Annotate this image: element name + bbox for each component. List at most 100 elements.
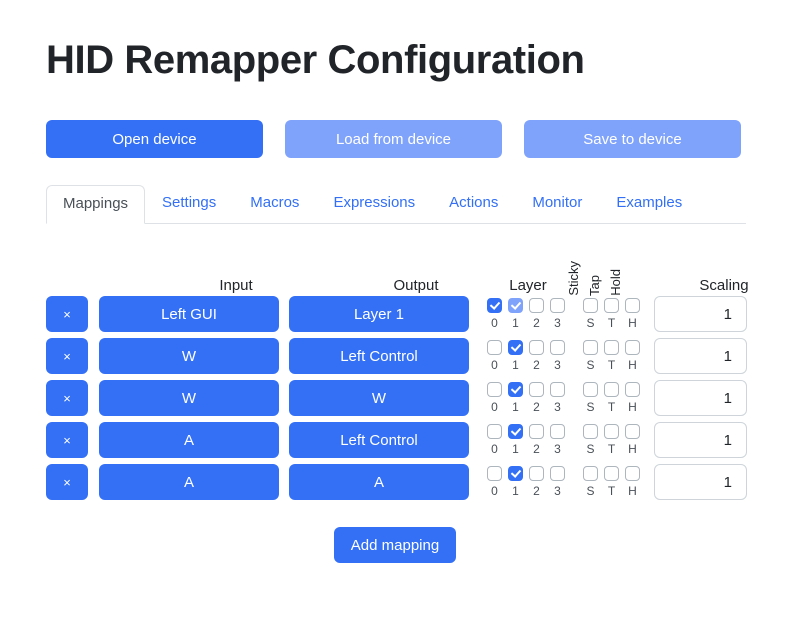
layer-1-checkbox[interactable] xyxy=(508,466,523,481)
layer-3-checkbox[interactable] xyxy=(550,424,565,439)
layer-3-checkbox[interactable] xyxy=(550,466,565,481)
output-key-button[interactable]: Layer 1 xyxy=(289,296,469,332)
scaling-input[interactable] xyxy=(654,380,747,416)
tab-settings[interactable]: Settings xyxy=(162,194,217,211)
flag-S-checkbox[interactable] xyxy=(583,340,598,355)
delete-mapping-button[interactable]: × xyxy=(46,422,88,458)
flag-S-checkbox-label: S xyxy=(586,484,595,498)
save-to-device-button[interactable]: Save to device xyxy=(524,120,741,158)
flag-S-checkbox[interactable] xyxy=(583,466,598,481)
scaling-input[interactable] xyxy=(654,338,747,374)
add-mapping-button[interactable]: Add mapping xyxy=(334,527,456,563)
layer-3-checkbox-wrap: 3 xyxy=(547,466,568,497)
layer-0-checkbox[interactable] xyxy=(487,382,502,397)
flag-S-checkbox-label: S xyxy=(586,442,595,456)
output-key-button[interactable]: W xyxy=(289,380,469,416)
flag-H-checkbox[interactable] xyxy=(625,466,640,481)
flag-S-checkbox[interactable] xyxy=(583,382,598,397)
delete-mapping-button[interactable]: × xyxy=(46,296,88,332)
layer-2-checkbox[interactable] xyxy=(529,382,544,397)
flag-T-checkbox[interactable] xyxy=(604,466,619,481)
flag-H-checkbox[interactable] xyxy=(625,424,640,439)
layer-3-checkbox[interactable] xyxy=(550,298,565,313)
layer-1-checkbox[interactable] xyxy=(508,340,523,355)
layer-0-checkbox-label: 0 xyxy=(491,316,498,330)
input-key-button[interactable]: A xyxy=(99,464,279,500)
layer-0-checkbox-label: 0 xyxy=(491,442,498,456)
flag-H-checkbox[interactable] xyxy=(625,382,640,397)
flag-H-checkbox[interactable] xyxy=(625,340,640,355)
flag-T-checkbox-wrap: T xyxy=(601,466,622,497)
delete-mapping-button[interactable]: × xyxy=(46,464,88,500)
delete-mapping-button[interactable]: × xyxy=(46,380,88,416)
scaling-input[interactable] xyxy=(654,464,747,500)
page-title: HID Remapper Configuration xyxy=(46,38,585,82)
flag-H-checkbox-label: H xyxy=(628,358,637,372)
layer-3-checkbox-wrap: 3 xyxy=(547,424,568,455)
layer-1-checkbox-wrap: 1 xyxy=(505,298,526,329)
layer-1-checkbox-wrap: 1 xyxy=(505,340,526,371)
layer-1-checkbox[interactable] xyxy=(508,424,523,439)
input-key-button[interactable]: Left GUI xyxy=(99,296,279,332)
layer-2-checkbox-wrap: 2 xyxy=(526,424,547,455)
flag-T-checkbox[interactable] xyxy=(604,340,619,355)
layer-3-checkbox[interactable] xyxy=(550,340,565,355)
layer-2-checkbox-label: 2 xyxy=(533,442,540,456)
flag-H-checkbox[interactable] xyxy=(625,298,640,313)
layer-2-checkbox-wrap: 2 xyxy=(526,382,547,413)
scaling-input[interactable] xyxy=(654,296,747,332)
output-key-button[interactable]: Left Control xyxy=(289,338,469,374)
flag-S-checkbox-wrap: S xyxy=(580,466,601,497)
tab-expressions[interactable]: Expressions xyxy=(333,194,416,211)
open-device-button[interactable]: Open device xyxy=(46,120,263,158)
flag-T-checkbox[interactable] xyxy=(604,298,619,313)
layer-2-checkbox-label: 2 xyxy=(533,400,540,414)
header-tap: Tap xyxy=(587,275,602,296)
tab-examples[interactable]: Examples xyxy=(616,194,683,211)
flag-S-checkbox[interactable] xyxy=(583,424,598,439)
layer-2-checkbox-label: 2 xyxy=(533,358,540,372)
tab-macros[interactable]: Macros xyxy=(250,194,300,211)
layer-2-checkbox[interactable] xyxy=(529,466,544,481)
flag-H-checkbox-wrap: H xyxy=(622,466,643,497)
layer-0-checkbox[interactable] xyxy=(487,424,502,439)
layer-2-checkbox[interactable] xyxy=(529,340,544,355)
flag-T-checkbox[interactable] xyxy=(604,382,619,397)
device-toolbar: Open device Load from device Save to dev… xyxy=(46,120,741,158)
layer-1-checkbox[interactable] xyxy=(508,382,523,397)
scaling-cell xyxy=(654,464,747,500)
flag-S-checkbox-label: S xyxy=(586,316,595,330)
layer-0-checkbox[interactable] xyxy=(487,298,502,313)
tab-monitor[interactable]: Monitor xyxy=(532,194,583,211)
input-key-button[interactable]: W xyxy=(99,338,279,374)
layer-2-checkbox[interactable] xyxy=(529,424,544,439)
input-key-button[interactable]: W xyxy=(99,380,279,416)
flag-T-checkbox[interactable] xyxy=(604,424,619,439)
layer-1-checkbox[interactable] xyxy=(508,298,523,313)
layer-0-checkbox[interactable] xyxy=(487,340,502,355)
flag-S-checkbox[interactable] xyxy=(583,298,598,313)
flag-H-checkbox-label: H xyxy=(628,316,637,330)
tab-actions[interactable]: Actions xyxy=(449,194,499,211)
layer-0-checkbox[interactable] xyxy=(487,466,502,481)
layer-1-checkbox-label: 1 xyxy=(512,358,519,372)
input-key-button[interactable]: A xyxy=(99,422,279,458)
header-hold: Hold xyxy=(608,269,623,296)
layer-3-checkbox[interactable] xyxy=(550,382,565,397)
tab-mappings[interactable]: Mappings xyxy=(46,185,146,224)
layer-2-checkbox[interactable] xyxy=(529,298,544,313)
layer-1-checkbox-label: 1 xyxy=(512,400,519,414)
scaling-input[interactable] xyxy=(654,422,747,458)
load-from-device-button[interactable]: Load from device xyxy=(285,120,502,158)
header-input: Input xyxy=(219,277,253,294)
tab-bar: Mappings Settings Macros Expressions Act… xyxy=(46,183,746,224)
output-key-button[interactable]: Left Control xyxy=(289,422,469,458)
header-layer: Layer xyxy=(509,277,547,294)
delete-mapping-button[interactable]: × xyxy=(46,338,88,374)
scaling-cell xyxy=(654,338,747,374)
output-key-button[interactable]: A xyxy=(289,464,469,500)
